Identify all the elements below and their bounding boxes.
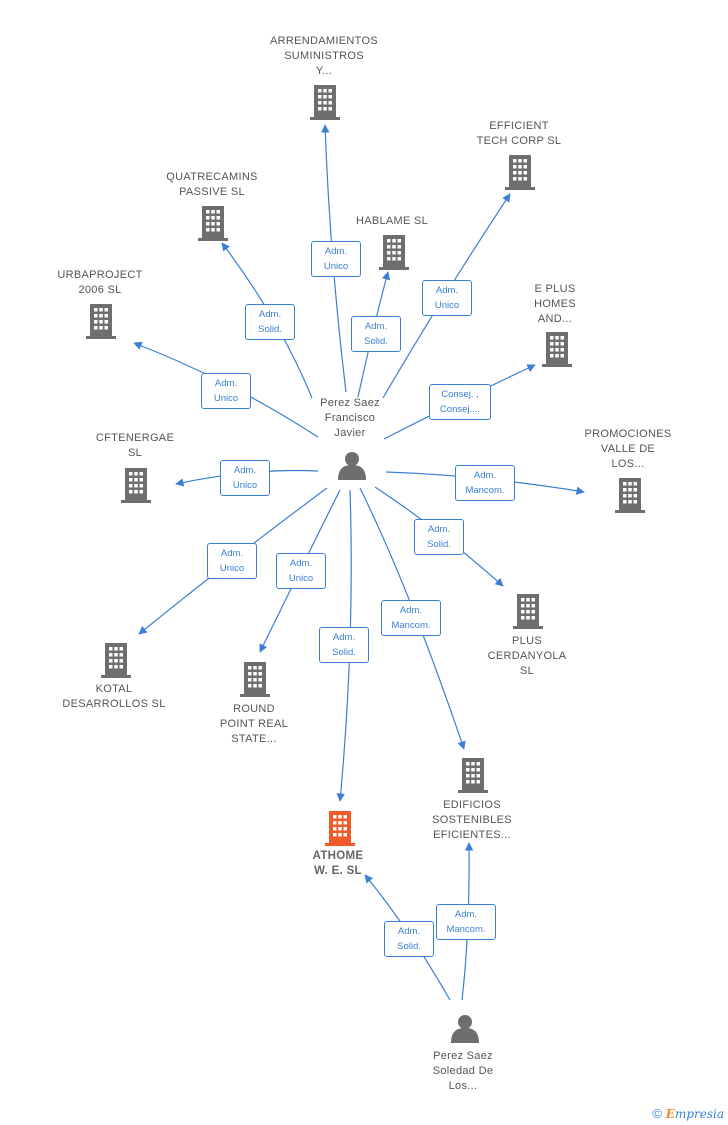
building-icon[interactable]	[240, 662, 270, 697]
brand-logo: Empresia	[665, 1106, 724, 1121]
edge-role-label[interactable]: Adm. Unico	[276, 553, 326, 589]
edge-role-label[interactable]: Adm. Mancom.	[436, 904, 496, 940]
company-name-label[interactable]: ROUND POINT REAL STATE...	[219, 702, 289, 745]
building-icon[interactable]	[310, 85, 340, 120]
edge-role-label[interactable]: Adm. Unico	[311, 241, 361, 277]
person-icon[interactable]	[338, 452, 366, 480]
building-icon[interactable]	[379, 235, 409, 270]
person-name-label[interactable]: Perez Saez Francisco Javier	[320, 396, 380, 439]
copyright-icon: ©	[652, 1106, 662, 1121]
building-icon[interactable]	[86, 304, 116, 339]
building-icon[interactable]	[325, 811, 355, 846]
edge-role-label[interactable]: Adm. Solid.	[384, 921, 434, 957]
edge-role-label[interactable]: Adm. Unico	[422, 280, 472, 316]
building-icon[interactable]	[542, 332, 572, 367]
edge-role-label[interactable]: Adm. Mancom.	[455, 465, 515, 501]
company-name-label[interactable]: EFFICIENT TECH CORP SL	[476, 120, 562, 147]
building-icon[interactable]	[101, 643, 131, 678]
company-name-label[interactable]: PLUS CERDANYOLA SL	[487, 634, 567, 677]
company-name-label[interactable]: KOTAL DESARROLLOS SL	[62, 683, 166, 710]
building-icon[interactable]	[198, 206, 228, 241]
company-name-label[interactable]: CFTENERGAE SL	[95, 432, 175, 459]
edge-role-label[interactable]: Adm. Solid.	[245, 304, 295, 340]
company-name-label[interactable]: URBAPROJECT 2006 SL	[57, 269, 143, 296]
edge-role-label[interactable]: Adm. Solid.	[414, 519, 464, 555]
company-name-label[interactable]: QUATRECAMINS PASSIVE SL	[166, 171, 258, 198]
nodes-layer	[86, 85, 645, 1043]
building-icon[interactable]	[615, 478, 645, 513]
edge-role-label[interactable]: Adm. Unico	[220, 460, 270, 496]
person-name-label[interactable]: Perez Saez Soledad De Los...	[432, 1049, 494, 1092]
footer-brand[interactable]: © Empresia	[652, 1106, 724, 1121]
building-icon[interactable]	[505, 155, 535, 190]
company-name-label[interactable]: ATHOME W. E. SL	[312, 850, 364, 877]
company-name-label[interactable]: E PLUS HOMES AND...	[534, 282, 576, 325]
edge-role-label[interactable]: Adm. Unico	[201, 373, 251, 409]
edge-role-label[interactable]: Adm. Mancom.	[381, 600, 441, 636]
building-icon[interactable]	[121, 468, 151, 503]
company-name-label[interactable]: PROMOCIONES VALLE DE LOS...	[584, 427, 672, 470]
person-icon[interactable]	[451, 1015, 479, 1043]
company-name-label[interactable]: ARRENDAMIENTOS SUMINISTROS Y...	[270, 34, 378, 77]
company-name-label[interactable]: EDIFICIOS SOSTENIBLES EFICIENTES...	[432, 798, 512, 841]
building-icon[interactable]	[458, 758, 488, 793]
edge-role-label[interactable]: Consej. , Consej....	[429, 384, 491, 420]
company-name-label[interactable]: HABLAME SL	[355, 214, 429, 227]
edge-role-label[interactable]: Adm. Solid.	[351, 316, 401, 352]
edge-role-label[interactable]: Adm. Solid.	[319, 627, 369, 663]
building-icon[interactable]	[513, 594, 543, 629]
edge-role-label[interactable]: Adm. Unico	[207, 543, 257, 579]
